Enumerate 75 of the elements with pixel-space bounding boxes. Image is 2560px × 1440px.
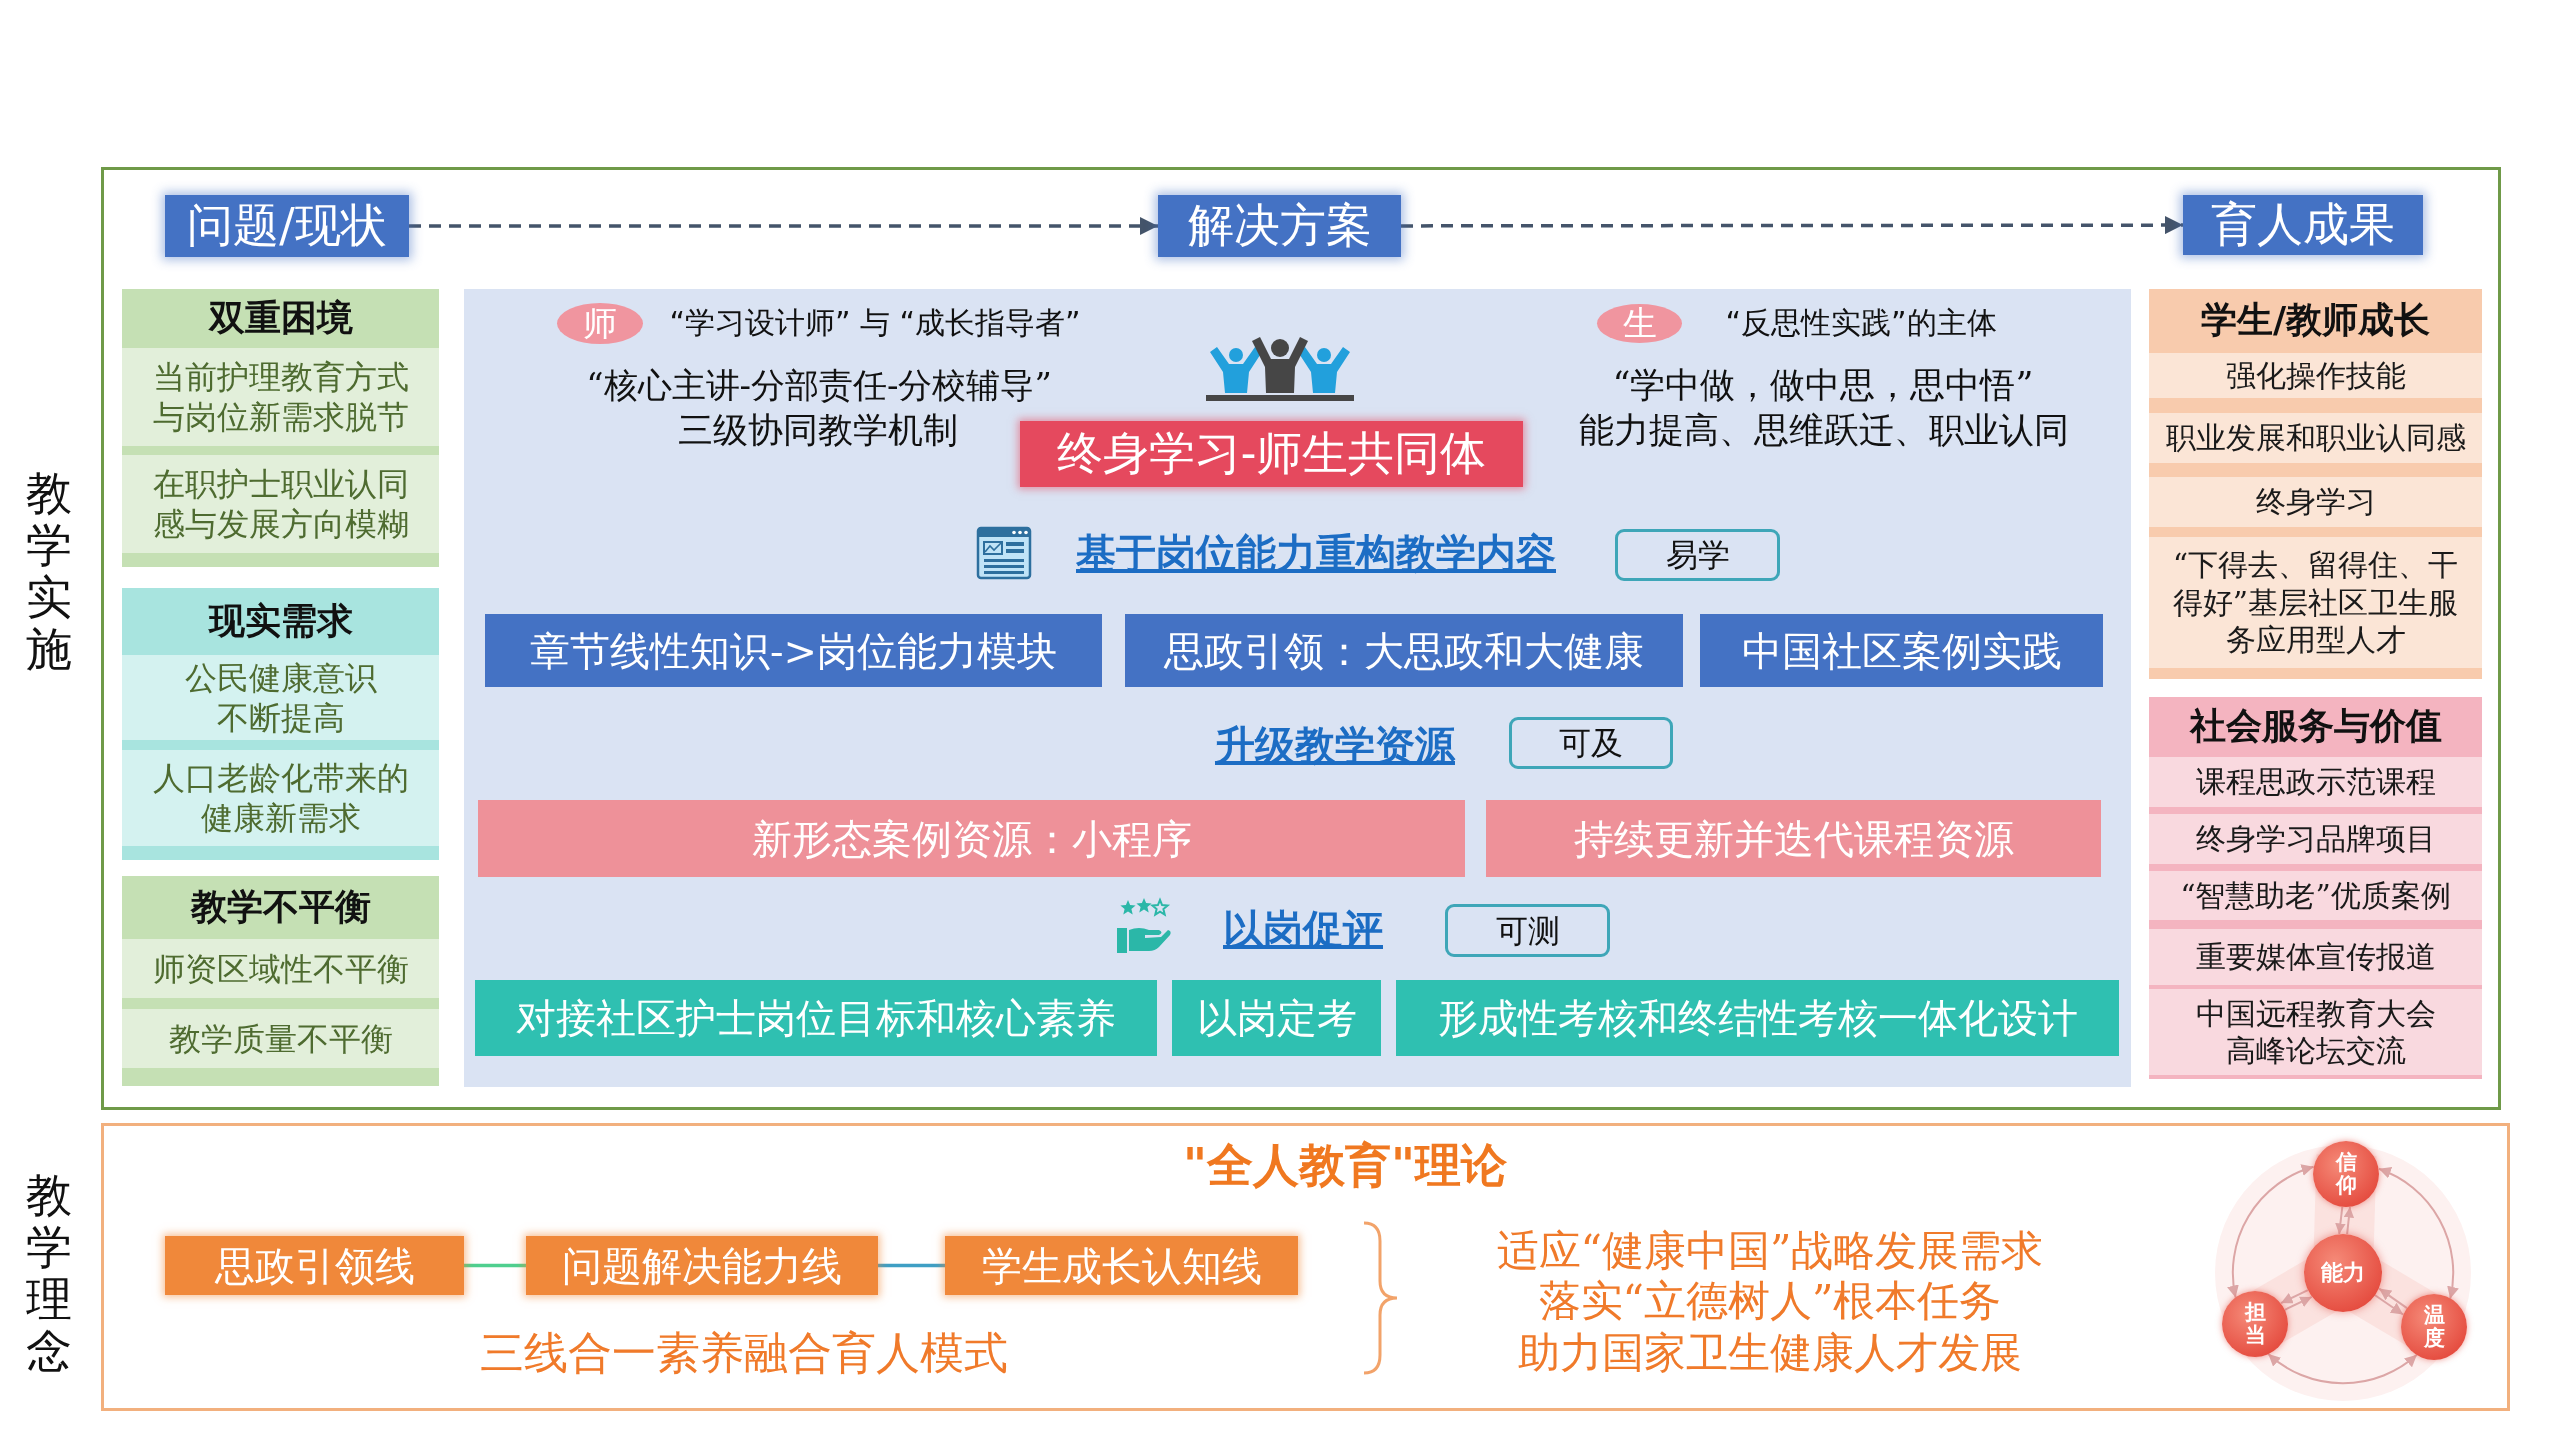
category-panel xyxy=(122,289,439,567)
community-banner: 终身学习-师生共同体 xyxy=(1020,421,1523,487)
category-item: 课程思政示范课程 xyxy=(2149,757,2482,807)
dashed-arrow xyxy=(1401,216,2183,235)
feature-tag: 可及 xyxy=(1509,717,1673,769)
category-item: 人口老龄化带来的健康新需求 xyxy=(122,750,439,846)
role-description: 三级协同教学机制 xyxy=(678,409,958,451)
role-description: 能力提高、思维跃迁、职业认同 xyxy=(1579,409,2069,451)
section-heading: 升级教学资源 xyxy=(1215,721,1455,769)
dashed-arrow xyxy=(409,217,1158,235)
role-badge: 生 xyxy=(1597,304,1682,343)
category-item: 公民健康意识不断提高 xyxy=(122,655,439,740)
stage-header: 育人成果 xyxy=(2183,195,2423,255)
role-description: “学中做，做中思，思中悟” xyxy=(1612,364,2034,406)
feature-tag: 易学 xyxy=(1615,529,1780,581)
side-heading: 教学实施 xyxy=(25,467,73,675)
arrow xyxy=(2227,1165,2315,1299)
arrow xyxy=(2378,1287,2408,1310)
theory-heading: "全人教育"理论 xyxy=(1183,1138,1507,1194)
content-block: 对接社区护士岗位目标和核心素养 xyxy=(475,980,1157,1056)
role-description: “反思性实践”的主体 xyxy=(1725,305,1997,341)
category-heading: 教学不平衡 xyxy=(190,885,371,929)
category-heading: 双重困境 xyxy=(208,296,353,340)
category-heading: 现实需求 xyxy=(208,598,353,643)
goal-text: 适应“健康中国”战略发展需求 xyxy=(1496,1225,2044,1277)
stage-header: 解决方案 xyxy=(1158,195,1401,257)
category-item: 终身学习 xyxy=(2149,477,2482,527)
connector-line xyxy=(464,1263,526,1268)
arrow xyxy=(2283,1295,2313,1311)
arrow xyxy=(2374,1294,2405,1316)
category-item: 在职护士职业认同感与发展方向模糊 xyxy=(122,455,439,553)
section-heading: 以岗促评 xyxy=(1223,905,1383,953)
category-item: 终身学习品牌项目 xyxy=(2149,814,2482,864)
category-panel xyxy=(122,876,439,1086)
content-block: 思政引领：大思政和大健康 xyxy=(1125,614,1683,687)
category-item: 师资区域性不平衡 xyxy=(122,939,439,998)
section-heading: 基于岗位能力重构教学内容 xyxy=(1076,529,1556,577)
category-heading: 社会服务与价值 xyxy=(2189,704,2442,748)
content-block: 章节线性知识->岗位能力模块 xyxy=(485,614,1102,687)
connector-line xyxy=(878,1263,945,1268)
category-item: 强化操作技能 xyxy=(2149,353,2482,398)
category-item: 中国远程教育大会高峰论坛交流 xyxy=(2149,989,2482,1075)
category-item: “下得去、留得住、干得好”基层社区卫生服务应用型人才 xyxy=(2149,537,2482,668)
role-description: “核心主讲-分部责任-分校辅导” xyxy=(586,364,1052,406)
content-block: 新形态案例资源：小程序 xyxy=(478,800,1465,877)
strand-block: 问题解决能力线 xyxy=(526,1236,878,1295)
content-block: 形成性考核和终结性考核一体化设计 xyxy=(1396,980,2119,1056)
category-item: 重要媒体宣传报道 xyxy=(2149,929,2482,985)
arrow xyxy=(2343,1206,2355,1236)
feature-tag: 可测 xyxy=(1445,904,1610,957)
category-panel xyxy=(2149,697,2482,1079)
content-block: 以岗定考 xyxy=(1172,980,1381,1056)
arrow xyxy=(2267,1353,2418,1385)
arrow xyxy=(2335,1205,2346,1235)
category-item: 职业发展和职业认同感 xyxy=(2149,413,2482,463)
category-item: “智慧助老”优质案例 xyxy=(2149,871,2482,920)
role-badge: 师 xyxy=(557,303,643,344)
goal-text: 落实“立德树人”根本任务 xyxy=(1538,1275,2002,1327)
stage-header: 问题/现状 xyxy=(165,195,409,257)
strand-block: 学生成长认知线 xyxy=(945,1236,1298,1295)
category-heading: 学生/教师成长 xyxy=(2200,297,2431,342)
goal-text: 助力国家卫生健康人才发展 xyxy=(1518,1327,2022,1379)
arrow xyxy=(2377,1167,2459,1300)
solution-panel xyxy=(464,289,2131,1087)
model-caption: 三线合一素养融合育人模式 xyxy=(480,1326,1008,1380)
strand-block: 思政引领线 xyxy=(165,1236,464,1295)
side-heading: 教学理念 xyxy=(25,1169,73,1377)
arrow xyxy=(2280,1289,2309,1305)
content-block: 持续更新并迭代课程资源 xyxy=(1486,800,2101,877)
content-block: 中国社区案例实践 xyxy=(1700,614,2103,687)
category-item: 教学质量不平衡 xyxy=(122,1009,439,1068)
category-item: 当前护理教育方式与岗位新需求脱节 xyxy=(122,348,439,446)
category-panel xyxy=(122,588,439,860)
role-description: “学习设计师” 与 “成长指导者” xyxy=(669,305,1081,341)
category-panel xyxy=(2149,289,2482,679)
